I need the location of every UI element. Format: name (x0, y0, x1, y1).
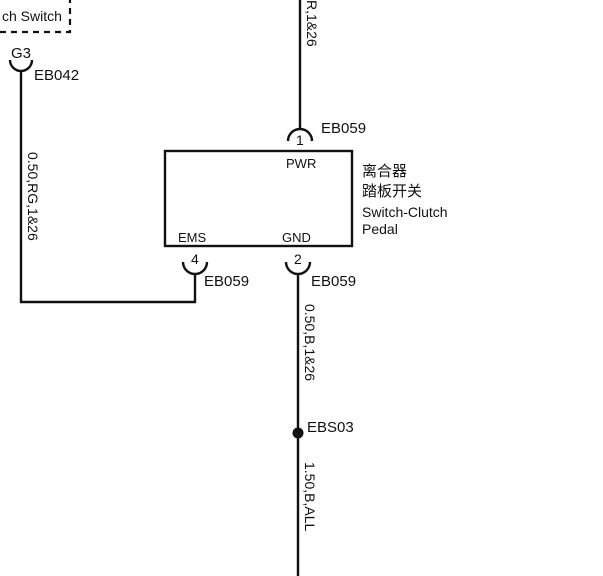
component-name-en-2: Pedal (362, 221, 398, 237)
pin-2-code: EB059 (311, 273, 356, 290)
component-name-cn-2: 踏板开关 (362, 182, 422, 200)
component-name-cn-1: 离合器 (362, 162, 407, 180)
splice-dot (292, 427, 304, 439)
wire-gnd-upper-spec: 0.50,B,1&26 (302, 304, 318, 381)
pin-gnd-label: GND (282, 230, 311, 245)
component-box (163, 149, 354, 248)
pin-1-number: 1 (296, 132, 304, 148)
wire-left (19, 71, 197, 304)
pin-2-connector: 2 EB059 (284, 251, 356, 290)
switch-box-partial: ch Switch (0, 0, 72, 34)
splice-id: EBS03 (307, 419, 354, 436)
pin-ems-label: EMS (178, 230, 207, 245)
wire-left-spec: 0.50,RG,1&26 (25, 152, 41, 241)
connector-g3-id: G3 (11, 45, 31, 62)
pin-1-connector: 1 EB059 (286, 120, 366, 148)
pin-pwr-label: PWR (286, 156, 316, 171)
pin-2-number: 2 (294, 251, 302, 267)
component-name-en-1: Switch-Clutch (362, 204, 448, 220)
connector-g3-code: EB042 (34, 67, 79, 84)
connector-g3: G3 EB042 (8, 45, 79, 84)
wire-gnd-lower-spec: 1.50,B,ALL (302, 462, 318, 531)
pin-1-code: EB059 (321, 120, 366, 137)
pin-4-connector: 4 EB059 (181, 251, 249, 290)
wire-top-spec: R,1&26 (304, 0, 320, 47)
pin-4-code: EB059 (204, 273, 249, 290)
pin-4-number: 4 (191, 251, 199, 267)
switch-box-label: ch Switch (2, 8, 62, 24)
